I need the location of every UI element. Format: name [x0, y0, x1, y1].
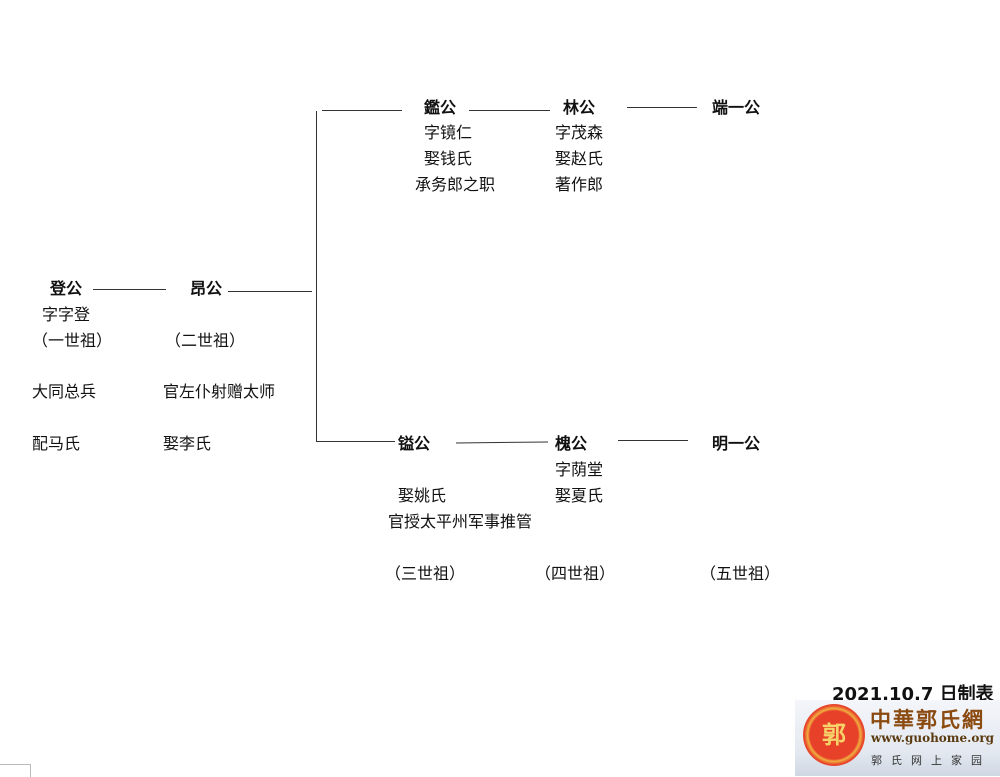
connector-line — [316, 441, 395, 442]
gen1-office: 大同总兵 — [32, 382, 97, 401]
page-corner-mark — [0, 764, 31, 777]
gen4b-spouse: 娶夏氏 — [555, 486, 604, 505]
gen4a-courtesy: 字茂森 — [555, 123, 604, 142]
gen1-generation: （一世祖） — [32, 331, 113, 350]
gen1-spouse: 配马氏 — [32, 434, 81, 453]
connector-line — [322, 110, 402, 111]
gen2-name: 昂公 — [190, 279, 223, 298]
gen4b-courtesy: 字荫堂 — [555, 460, 604, 479]
gen4b-name: 槐公 — [555, 434, 588, 453]
gen4a-office: 著作郎 — [555, 175, 604, 194]
gen4a-spouse: 娶赵氏 — [555, 149, 604, 168]
gen3a-office: 承务郎之职 — [415, 175, 496, 194]
connector-line — [228, 291, 312, 292]
connector-line — [455, 441, 549, 444]
date-label: 2021.10.7 日制表 — [832, 684, 994, 705]
logo-subtitle: 郭氏网上家园 — [871, 754, 991, 767]
gen3b-office: 官授太平州军事推管 — [388, 512, 533, 531]
gen1-name: 登公 — [50, 279, 83, 298]
connector-line — [627, 107, 697, 108]
gen4a-name: 林公 — [563, 98, 596, 117]
connector-line — [469, 110, 550, 111]
logo-url: www.guohome.org — [871, 731, 995, 745]
gen3b-generation: （三世祖） — [385, 564, 466, 583]
connector-line — [618, 440, 688, 441]
guohome-logo: 郭 中華郭氏網 www.guohome.org 郭氏网上家园 — [795, 700, 1000, 776]
gen3b-name: 镒公 — [398, 434, 431, 453]
gen5b-name: 明一公 — [712, 434, 761, 453]
gen2-office: 官左仆射赠太师 — [163, 382, 276, 401]
gen4b-generation: （四世祖） — [535, 564, 616, 583]
gen3a-name: 鑑公 — [424, 98, 457, 117]
seal-icon: 郭 — [803, 704, 865, 766]
gen5b-generation: （五世祖） — [700, 564, 781, 583]
gen3a-courtesy: 字镜仁 — [424, 123, 473, 142]
connector-line — [93, 289, 166, 290]
gen1-courtesy: 字字登 — [42, 305, 91, 324]
gen5a-name: 端一公 — [712, 98, 761, 117]
gen2-spouse: 娶李氏 — [163, 434, 212, 453]
branch-line — [316, 111, 317, 442]
gen2-generation: （二世祖） — [165, 331, 246, 350]
logo-name: 中華郭氏網 — [870, 707, 985, 732]
gen3a-spouse: 娶钱氏 — [424, 149, 473, 168]
gen3b-spouse: 娶姚氏 — [398, 486, 447, 505]
